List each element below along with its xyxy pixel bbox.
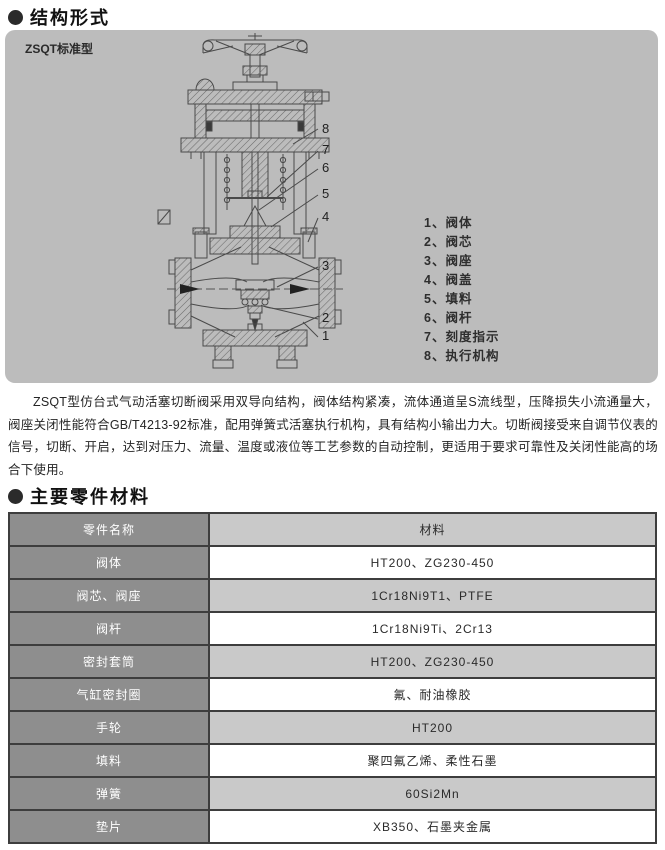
part-name-cell: 阀杆 bbox=[8, 611, 210, 646]
diagram-type-label: ZSQT标准型 bbox=[25, 42, 93, 56]
material-cell: 氟、耐油橡胶 bbox=[208, 677, 657, 712]
valve-outline bbox=[157, 33, 343, 369]
part-name-cell: 垫片 bbox=[8, 809, 210, 844]
diagram-panel: 8 7 6 5 4 3 2 1 ZSQT标准型 1、阀体 2、阀芯 3、阀座 4、阀盖… bbox=[5, 30, 658, 383]
part-name-cell: 手轮 bbox=[8, 710, 210, 745]
table-row: 气缸密封圈氟、耐油橡胶 bbox=[8, 677, 657, 712]
callout-number: 6 bbox=[322, 160, 329, 175]
callout-number: 8 bbox=[322, 121, 329, 136]
bullet-icon bbox=[8, 488, 23, 504]
table-row: 填料聚四氟乙烯、柔性石墨 bbox=[8, 743, 657, 778]
legend-item: 3、阀座 bbox=[424, 254, 473, 268]
legend-item: 2、阀芯 bbox=[424, 235, 473, 249]
callout-numbers: 8 7 6 5 4 3 2 1 bbox=[322, 121, 329, 343]
legend-item: 1、阀体 bbox=[424, 216, 473, 230]
section-structure-heading: 结构形式 bbox=[8, 4, 110, 30]
material-cell: XB350、石墨夹金属 bbox=[208, 809, 657, 844]
section-title: 结构形式 bbox=[30, 8, 110, 28]
callout-number: 2 bbox=[322, 310, 329, 325]
part-name-cell: 弹簧 bbox=[8, 776, 210, 811]
part-name-header-cell: 零件名称 bbox=[8, 512, 210, 547]
part-name-cell: 密封套筒 bbox=[8, 644, 210, 679]
legend-item: 7、刻度指示 bbox=[424, 330, 500, 344]
material-cell: 60Si2Mn bbox=[208, 776, 657, 811]
callout-number: 3 bbox=[322, 258, 329, 273]
material-header-cell: 材料 bbox=[208, 512, 657, 547]
material-cell: 1Cr18Ni9Ti、2Cr13 bbox=[208, 611, 657, 646]
callout-number: 7 bbox=[322, 142, 329, 157]
callout-number: 1 bbox=[322, 328, 329, 343]
material-cell: HT200、ZG230-450 bbox=[208, 545, 657, 580]
legend-item: 6、阀杆 bbox=[424, 311, 473, 325]
material-cell: HT200、ZG230-450 bbox=[208, 644, 657, 679]
parts-legend: 1、阀体 2、阀芯 3、阀座 4、阀盖 5、填料 6、阀杆 7、刻度指示 8、执行机构 bbox=[424, 214, 499, 366]
callout-number: 4 bbox=[322, 209, 329, 224]
description-paragraph: ZSQT型仿台式气动活塞切断阀采用双导向结构，阀体结构紧凑，流体通道呈S流线型，… bbox=[8, 395, 658, 477]
bullet-icon bbox=[8, 9, 23, 25]
part-name-cell: 阀体 bbox=[8, 545, 210, 580]
section-materials-heading: 主要零件材料 bbox=[8, 483, 150, 509]
part-name-cell: 阀芯、阀座 bbox=[8, 578, 210, 613]
section-title: 主要零件材料 bbox=[30, 487, 150, 507]
material-cell: 1Cr18Ni9T1、PTFE bbox=[208, 578, 657, 613]
part-name-cell: 气缸密封圈 bbox=[8, 677, 210, 712]
material-cell: 聚四氟乙烯、柔性石墨 bbox=[208, 743, 657, 778]
legend-item: 5、填料 bbox=[424, 292, 473, 306]
legend-item: 4、阀盖 bbox=[424, 273, 473, 287]
part-name-cell: 填料 bbox=[8, 743, 210, 778]
legend-item: 8、执行机构 bbox=[424, 349, 500, 363]
material-cell: HT200 bbox=[208, 710, 657, 745]
valve-cross-section-drawing: 8 7 6 5 4 3 2 1 bbox=[157, 33, 343, 369]
callout-number: 5 bbox=[322, 186, 329, 201]
table-header-row: 零件名称 材料 bbox=[8, 512, 657, 547]
